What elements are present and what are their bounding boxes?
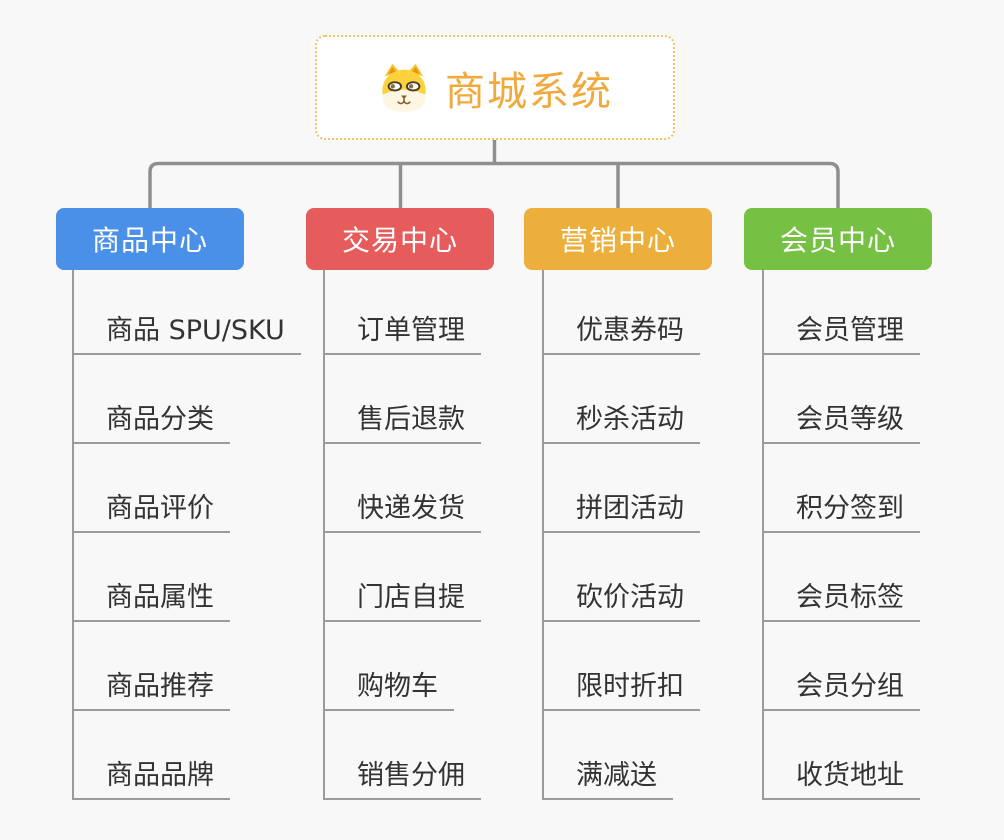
leaf-node[interactable]: 会员分组: [764, 664, 920, 711]
branch-children-member-center: 会员管理 会员等级 积分签到 会员标签 会员分组 收货地址: [762, 266, 1004, 800]
leaf-node[interactable]: 商品 SPU/SKU: [74, 308, 301, 355]
leaf-node[interactable]: 满减送: [544, 753, 673, 800]
branch-children-trade-center: 订单管理 售后退款 快递发货 门店自提 购物车 销售分佣: [323, 266, 575, 800]
leaf-node[interactable]: 收货地址: [764, 753, 920, 800]
leaf-node[interactable]: 积分签到: [764, 486, 920, 533]
leaf-node[interactable]: 限时折扣: [544, 664, 700, 711]
leaf-node[interactable]: 会员等级: [764, 397, 920, 444]
leaf-node[interactable]: 拼团活动: [544, 486, 700, 533]
branch-label: 交易中心: [341, 224, 458, 257]
leaf-node[interactable]: 优惠券码: [544, 308, 700, 355]
leaf-node[interactable]: 商品品牌: [74, 753, 230, 800]
leaf-node[interactable]: 销售分佣: [325, 753, 481, 800]
leaf-node[interactable]: 购物车: [325, 664, 454, 711]
branch-node-trade-center[interactable]: 交易中心: [306, 208, 494, 270]
branch-label: 营销中心: [559, 224, 676, 257]
leaf-node[interactable]: 秒杀活动: [544, 397, 700, 444]
leaf-node[interactable]: 商品分类: [74, 397, 230, 444]
leaf-node[interactable]: 售后退款: [325, 397, 481, 444]
leaf-node[interactable]: 会员标签: [764, 575, 920, 622]
leaf-node[interactable]: 砍价活动: [544, 575, 700, 622]
branch-label: 商品中心: [91, 224, 208, 257]
leaf-node[interactable]: 会员管理: [764, 308, 920, 355]
leaf-node[interactable]: 商品属性: [74, 575, 230, 622]
branch-node-product-center[interactable]: 商品中心: [56, 208, 244, 270]
branch-label: 会员中心: [779, 224, 896, 257]
branch-children-marketing-center: 优惠券码 秒杀活动 拼团活动 砍价活动 限时折扣 满减送: [542, 266, 794, 800]
leaf-node[interactable]: 商品推荐: [74, 664, 230, 711]
branch-node-marketing-center[interactable]: 营销中心: [524, 208, 712, 270]
branch-node-member-center[interactable]: 会员中心: [744, 208, 932, 270]
leaf-node[interactable]: 订单管理: [325, 308, 481, 355]
root-node[interactable]: 商城系统: [315, 35, 675, 140]
root-title: 商城系统: [445, 68, 613, 115]
branch-children-product-center: 商品 SPU/SKU 商品分类 商品评价 商品属性 商品推荐 商品品牌: [72, 266, 324, 800]
leaf-node[interactable]: 快递发货: [325, 486, 481, 533]
leaf-node[interactable]: 门店自提: [325, 575, 481, 622]
dog-face-icon: [382, 63, 426, 111]
leaf-node[interactable]: 商品评价: [74, 486, 230, 533]
